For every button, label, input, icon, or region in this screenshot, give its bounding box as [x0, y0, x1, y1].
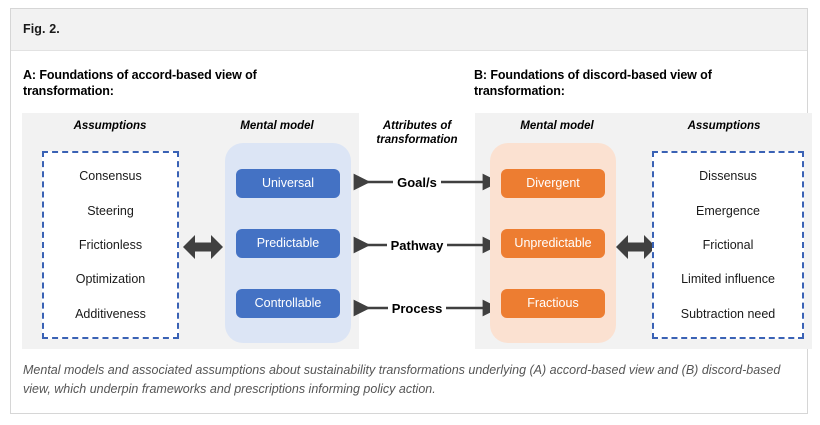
mental-model-box: Unpredictable — [501, 228, 605, 258]
assumption-item: Optimization — [75, 272, 146, 287]
attribute-row: Goal/s — [351, 167, 483, 197]
assumption-item: Dissensus — [699, 169, 757, 184]
mental-model-box: Predictable — [236, 228, 340, 258]
bidirectional-arrow-icon — [183, 235, 223, 259]
assumption-item: Frictional — [702, 237, 754, 252]
attributes-header-line1: Attributes of — [382, 120, 452, 132]
attribute-label: Goal/s — [393, 174, 441, 190]
mental-model-box: Fractious — [501, 288, 605, 318]
panel-b-assumptions-box: Dissensus Emergence Frictional Limited i… — [652, 151, 804, 339]
panel-a-mental-model-container: Universal Predictable Controllable — [225, 143, 351, 343]
panel-a-mental-model-header: Mental model — [240, 120, 314, 132]
assumption-item: Additiveness — [75, 306, 146, 321]
attributes-header-line2: transformation — [376, 134, 458, 146]
panel-b-title: B: Foundations of discord-based view of … — [474, 68, 712, 98]
panel-b-mental-model-container: Divergent Unpredictable Fractious — [490, 143, 616, 343]
assumption-item: Steering — [87, 203, 134, 218]
attribute-label: Process — [387, 300, 447, 316]
mental-model-box: Controllable — [236, 288, 340, 318]
diagram-area: Assumptions Mental model Attributes of t… — [22, 113, 812, 349]
assumption-item: Consensus — [79, 169, 142, 184]
bidirectional-arrow-icon — [616, 235, 656, 259]
figure-caption: Mental models and associated assumptions… — [23, 363, 781, 396]
panel-b-assumptions-header: Assumptions — [687, 120, 761, 132]
panel-a-title: A: Foundations of accord-based view of t… — [23, 68, 257, 98]
panel-a-assumptions-header: Assumptions — [73, 120, 147, 132]
mental-model-box: Universal — [236, 168, 340, 198]
assumption-item: Frictionless — [78, 237, 143, 252]
attribute-row: Pathway — [351, 230, 483, 260]
panel-a-assumptions-box: Consensus Steering Frictionless Optimiza… — [42, 151, 179, 339]
figure-number-label: Fig. 2. — [23, 22, 60, 36]
assumption-item: Subtraction need — [680, 306, 776, 321]
attribute-label: Pathway — [386, 237, 448, 253]
assumption-item: Limited influence — [681, 272, 775, 287]
mental-model-box: Divergent — [501, 168, 605, 198]
center-attributes-header: Attributes of transformation — [358, 119, 476, 147]
figure-header: Fig. 2. — [11, 9, 807, 51]
assumption-item: Emergence — [696, 203, 760, 218]
figure-card: Fig. 2. A: Foundations of accord-based v… — [10, 8, 812, 414]
attribute-row: Process — [351, 293, 483, 323]
panel-b-mental-model-header: Mental model — [520, 120, 594, 132]
